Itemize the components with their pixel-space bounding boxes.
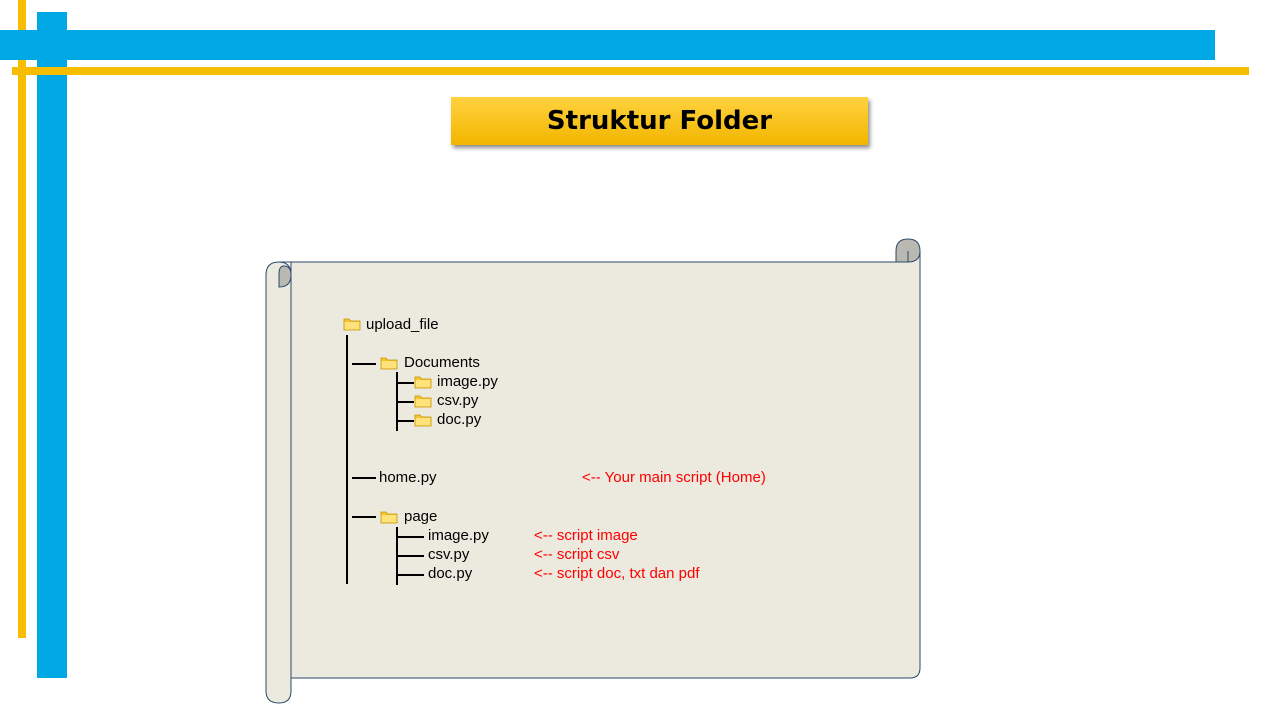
folder-icon [414,414,432,427]
folder-icon [380,357,398,370]
tree-line [396,555,424,557]
tree-line [396,401,414,403]
title-banner: Struktur Folder [451,97,868,145]
documents-folder-label: Documents [404,354,480,371]
page-file-comment: <-- script image [534,527,638,544]
tree-line [396,382,414,384]
tree-line [396,574,424,576]
tree-line [352,363,376,365]
folder-icon [414,395,432,408]
page-file-label: doc.py [428,565,473,582]
yellow-vertical-bar [18,0,26,638]
folder-icon [414,376,432,389]
yellow-horizontal-bar [12,67,1249,75]
tree-line [352,516,376,518]
page-folder-label: page [404,508,438,525]
blue-horizontal-bar [0,30,1215,60]
documents-file-label: doc.py [437,411,482,428]
home-comment: <-- Your main script (Home) [582,469,766,486]
tree-line [396,420,414,422]
blue-vertical-bar [37,12,67,678]
page-file-comment: <-- script csv [534,546,620,563]
tree-root-label: upload_file [366,316,439,333]
page-file-label: image.py [428,527,489,544]
documents-file-label: image.py [437,373,498,390]
page-file-label: csv.py [428,546,470,563]
tree-line [346,335,348,584]
documents-file-label: csv.py [437,392,479,409]
folder-icon [343,318,361,331]
page-title: Struktur Folder [546,106,773,136]
tree-line [352,477,376,479]
tree-line [396,536,424,538]
page-file-comment: <-- script doc, txt dan pdf [534,565,700,582]
home-file-label: home.py [379,469,437,486]
folder-icon [380,511,398,524]
